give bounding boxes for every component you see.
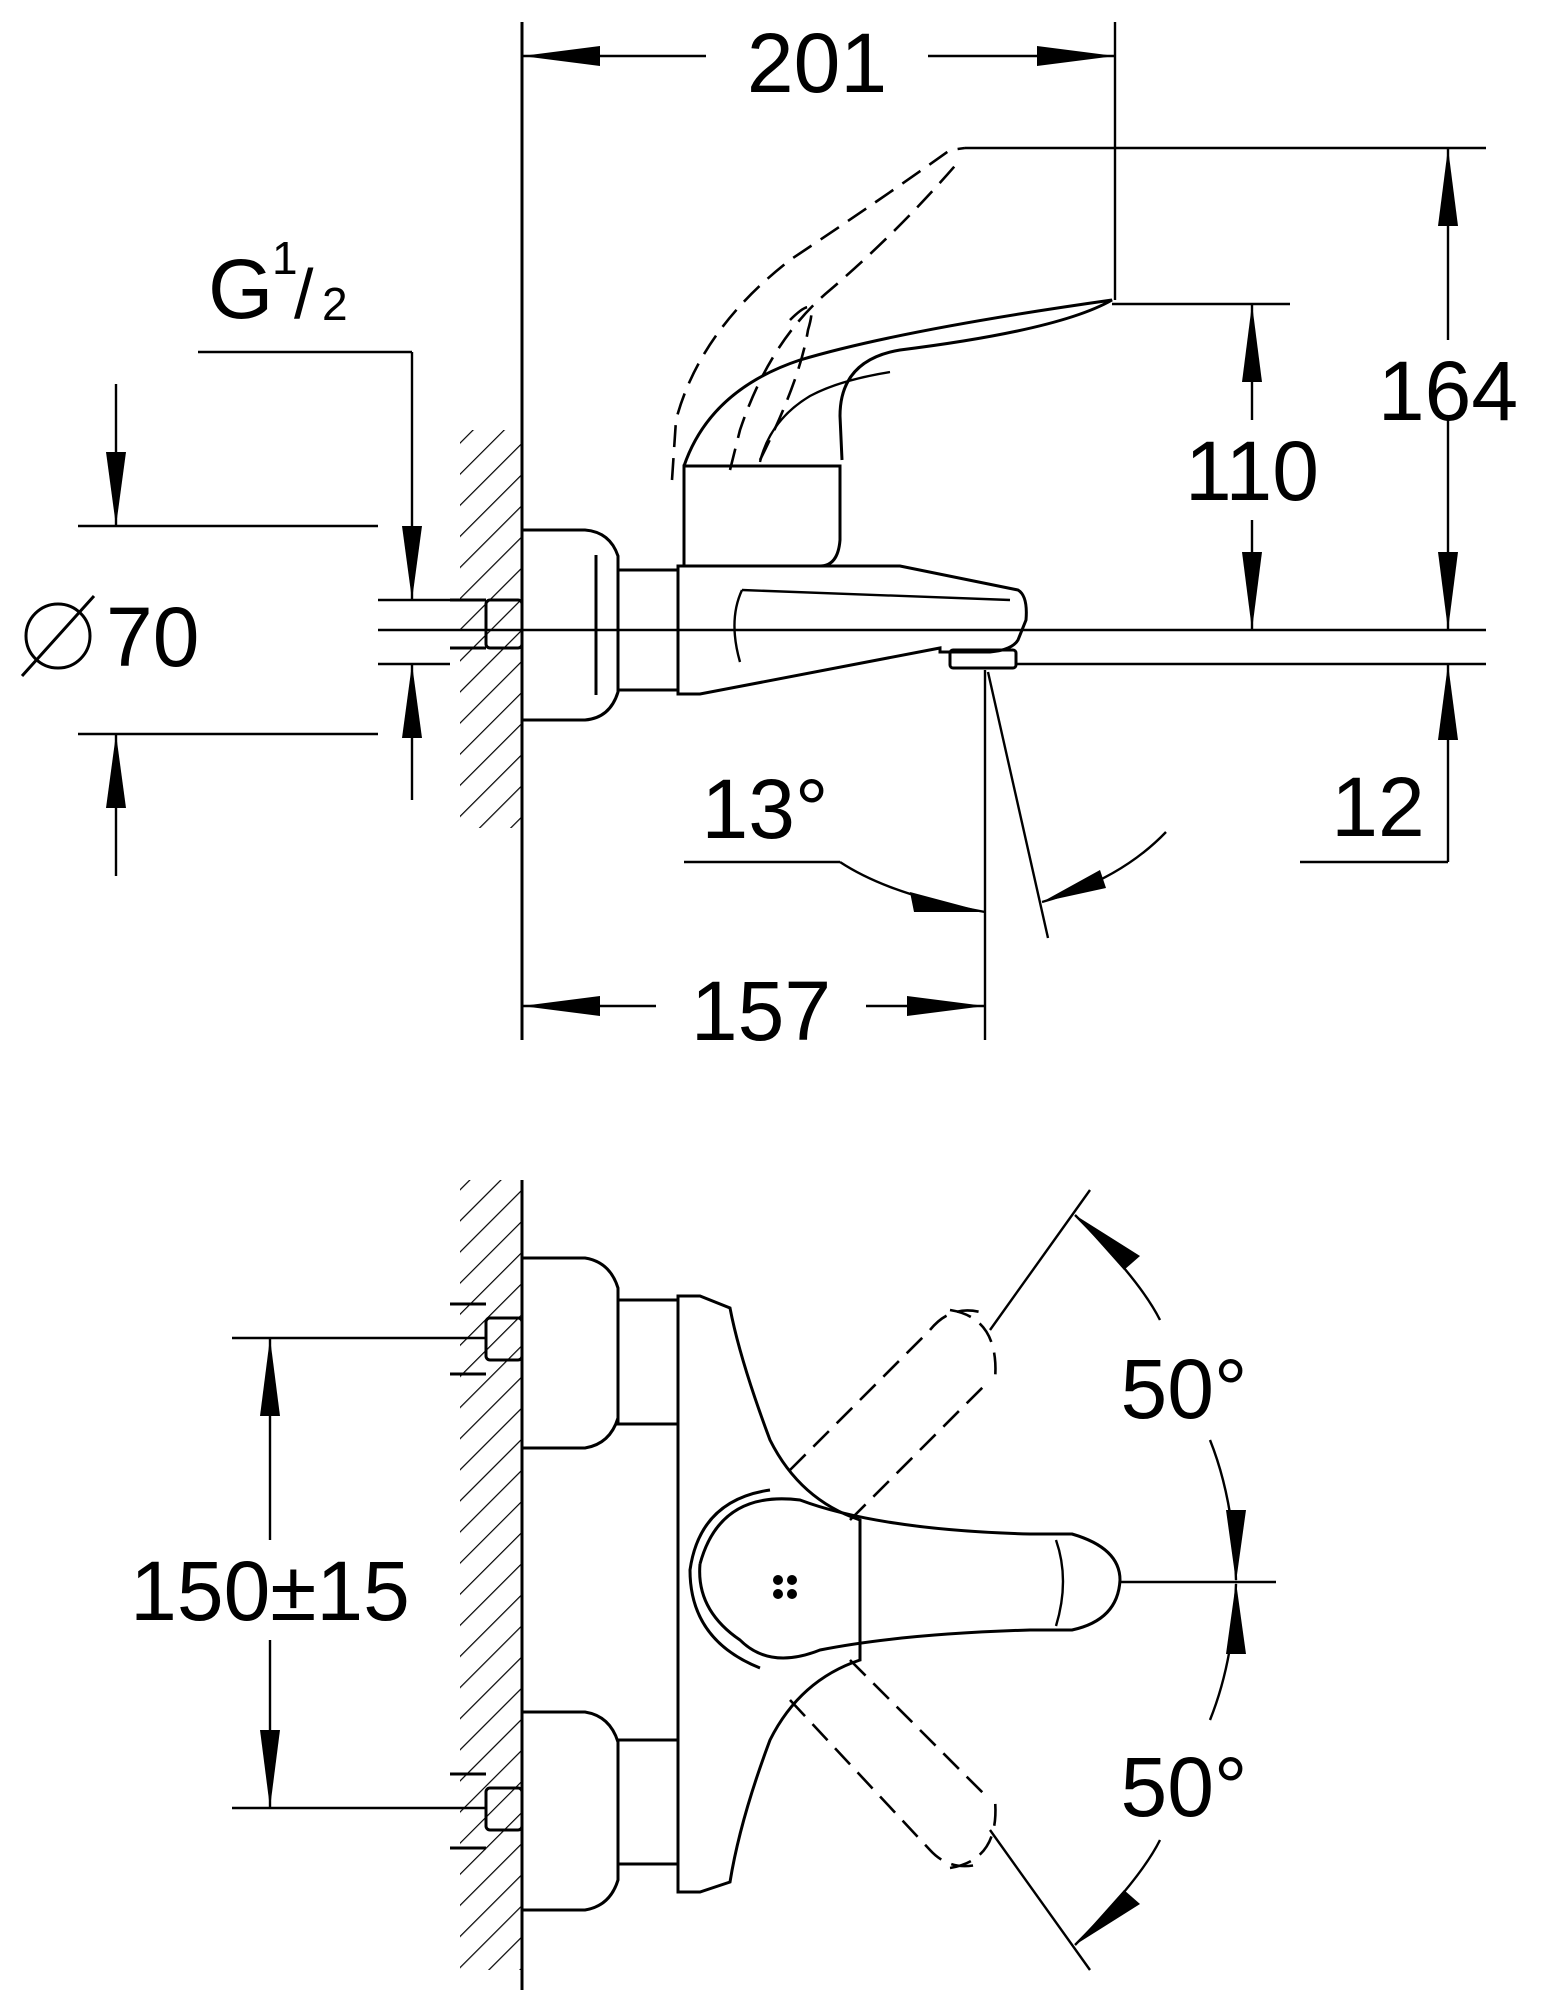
mixer-body-side [676,564,1028,696]
inlet-lower-top [450,1710,680,1912]
aerator-side [948,648,1018,670]
lever-handle-side [682,298,1113,467]
wall-side-view [460,22,524,1040]
cartridge-side [682,464,842,568]
angle-13-dimension: 13° [684,670,1167,1040]
dimension-157: 157 [522,964,985,1058]
thread-denominator: 2 [322,278,348,330]
angle-50-dimensions: 50° 50° [989,1189,1276,1971]
dimension-150: 150±15 [130,1336,486,1810]
dimension-164-label: 164 [1378,344,1518,438]
lever-handle-raised-dashed [670,146,966,481]
side-view: 201 164 110 12 [20,16,1518,1058]
dimension-164: 164 [965,146,1518,630]
angle-13-label: 13° [701,762,828,856]
thread-g-label: G [208,242,273,336]
dimension-157-label: 157 [691,964,831,1058]
dimension-110-label: 110 [1185,424,1319,518]
dimension-12: 12 [1300,664,1458,864]
dimension-201-label: 201 [747,16,887,110]
mixer-body-top [676,1294,862,1894]
diameter-symbol [24,602,92,670]
lever-indicator-top [773,1575,797,1599]
dimension-diameter-70: 70 [20,384,378,876]
wall-top-view [460,1180,524,1990]
top-view: 150±15 50° 50° [130,1180,1276,1990]
thread-slash: / [294,255,314,333]
dimension-diameter-label: 70 [106,590,199,684]
thread-numerator: 1 [272,232,298,284]
handle-base-top [688,1488,771,1670]
dimension-12-label: 12 [1331,760,1424,854]
inlet-connector-side [450,598,524,650]
angle-upper-label: 50° [1120,1342,1247,1436]
lever-handle-top [698,1497,1122,1660]
lever-handle-rotated-dashed [789,1308,997,1870]
dimension-110: 110 [1112,302,1319,630]
escutcheon-side [522,528,620,722]
thread-g-half-dimension: G 1 / 2 [198,232,450,800]
dimension-201: 201 [522,16,1117,300]
dimension-150-label: 150±15 [130,1544,410,1638]
angle-lower-label: 50° [1120,1740,1247,1834]
